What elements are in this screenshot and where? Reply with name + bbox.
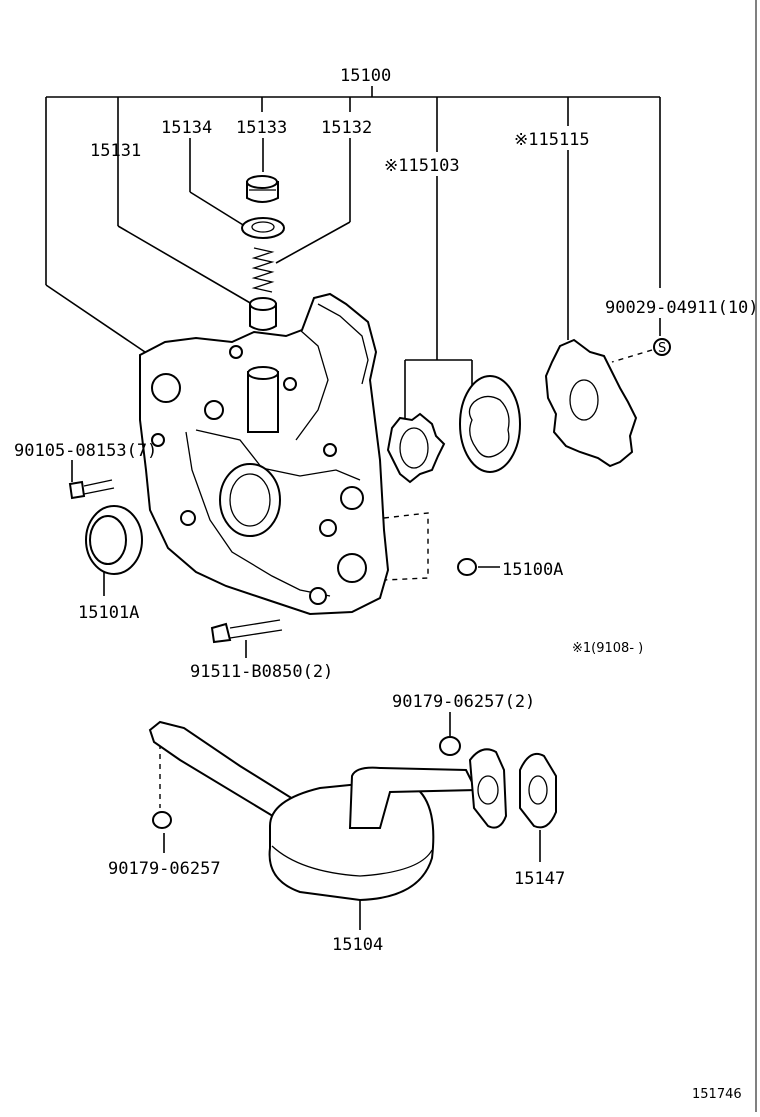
- plug-15133: [246, 175, 279, 203]
- label-15101A: 15101A: [78, 603, 139, 623]
- label-15104: 15104: [332, 935, 383, 955]
- flange-strainer: [468, 748, 508, 829]
- nut-90179-b: [152, 811, 172, 829]
- pin-15100A: [457, 558, 477, 576]
- date-note: ※1(9108- ): [572, 641, 643, 656]
- label-15115: ※115115: [514, 130, 590, 150]
- label-90179-06257: 90179-06257: [108, 859, 221, 879]
- label-90105-08153: 90105-08153(7): [14, 441, 157, 461]
- label-15100: 15100: [340, 66, 391, 86]
- label-15132: 15132: [321, 118, 372, 138]
- gasket-15134: [241, 217, 285, 239]
- driven-rotor-15103: [459, 375, 521, 473]
- s-mark-icon: S: [653, 338, 671, 356]
- part-labels: 15100 15134 15133 15132 15131 ※115103 ※1…: [14, 66, 759, 1102]
- label-15147: 15147: [514, 869, 565, 889]
- label-15133: 15133: [236, 118, 287, 138]
- oil-strainer-15104: [148, 720, 478, 902]
- gasket-15147: [519, 752, 557, 829]
- label-15131: 15131: [90, 141, 141, 161]
- figure-number: 151746: [692, 1087, 742, 1102]
- bolt-90105: [68, 479, 115, 500]
- s-mark-label: S: [658, 341, 666, 356]
- label-90179-06257-2: 90179-06257(2): [392, 692, 535, 712]
- nut-90179-a: [439, 736, 461, 756]
- leader-lines: [45, 86, 661, 930]
- oil-pump-body: [139, 292, 390, 616]
- pump-cover-15115: [544, 338, 638, 468]
- spring-15132: [251, 247, 275, 293]
- bolt-91511: [210, 619, 283, 644]
- drive-gear-15103: [386, 412, 446, 484]
- label-15100A: 15100A: [502, 560, 563, 580]
- label-91511-B0850: 91511-B0850(2): [190, 662, 333, 682]
- label-90029-04911: 90029-04911(10): [605, 298, 759, 318]
- oil-seal-15101A: [85, 505, 143, 575]
- label-15134: 15134: [161, 118, 212, 138]
- valve-15131: [249, 297, 277, 331]
- label-15103: ※115103: [384, 156, 460, 176]
